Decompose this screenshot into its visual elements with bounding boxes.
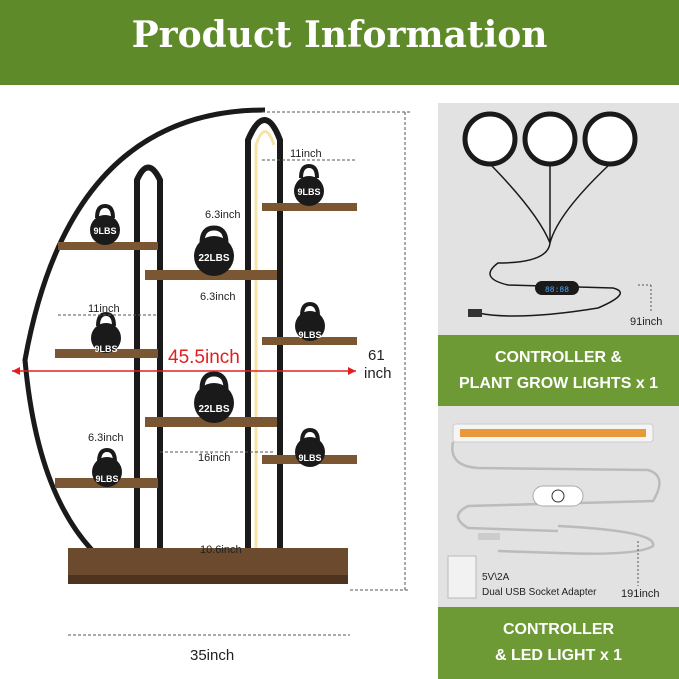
led-light-heading-box: CONTROLLER & LED LIGHT x 1 <box>438 607 679 679</box>
spacing-top-label: 6.3inch <box>205 209 240 221</box>
grow-light-ring-2 <box>522 111 578 167</box>
arc-span-arrow-left <box>12 367 20 375</box>
weight-label-low-left: 9LBS <box>95 474 118 484</box>
adapter-description: Dual USB Socket Adapter <box>482 587 597 598</box>
mid-arch-frame <box>134 164 163 575</box>
shelf-mid-left <box>55 349 158 358</box>
led-cob <box>460 429 646 437</box>
height-unit-label: inch <box>364 365 392 382</box>
header-banner: Product Information <box>0 0 679 85</box>
grow-lights-illustration: 88:88 91inch <box>462 111 662 328</box>
plant-stand-illustration: 9LBS 9LBS 22LBS 9LBS 9LBS 22LBS <box>12 107 410 664</box>
base-shelf-edge <box>68 575 348 584</box>
led-cable <box>451 441 661 533</box>
half-moon-arc <box>22 107 266 583</box>
shelf-top-left <box>58 242 158 250</box>
grow-light-cable-length: 91inch <box>630 316 662 328</box>
dimension-lines <box>58 111 410 636</box>
led-heading-line2: & LED LIGHT x 1 <box>494 647 623 664</box>
bottom-shelf-width-label: 16inch <box>198 452 230 464</box>
power-button-icon <box>551 489 565 503</box>
grow-lights-heading-box: CONTROLLER & PLANT GROW LIGHTS x 1 <box>438 335 679 406</box>
spacing-left-label: 6.3inch <box>88 432 123 444</box>
kettlebell-center-bottom: 22LBS <box>194 371 234 423</box>
weight-label-top-right: 9LBS <box>297 187 320 197</box>
arc-span-label: 45.5inch <box>168 347 240 368</box>
grow-light-ring-1 <box>462 111 518 167</box>
height-label: 61 <box>368 347 385 364</box>
kettlebell-top-right: 9LBS <box>294 163 324 206</box>
grow-lights-heading-line1: CONTROLLER & <box>494 349 623 366</box>
controller-cable <box>477 242 622 317</box>
arc-span-arrow-right <box>348 367 356 375</box>
weight-label-low-right: 9LBS <box>298 453 321 463</box>
light-cables <box>489 163 611 244</box>
base-depth-label: 10.6inch <box>200 544 242 556</box>
weight-label-mid-left: 9LBS <box>94 344 117 354</box>
weight-label-top-left: 9LBS <box>93 226 116 236</box>
weight-label-center-top: 22LBS <box>198 253 229 264</box>
led-cable-length: 191inch <box>621 588 660 600</box>
grow-light-ring-3 <box>582 111 638 167</box>
controller-display: 88:88 <box>545 286 569 295</box>
kettlebell-low-left: 9LBS <box>92 447 122 487</box>
usb-connector <box>478 533 500 540</box>
shelf-top-right <box>262 203 357 211</box>
spacing-middle-label: 6.3inch <box>200 291 235 303</box>
timer-controller <box>535 281 579 295</box>
grow-light-strip <box>254 130 276 555</box>
shelf-width-left-label: 11inch <box>88 303 120 315</box>
tall-arch-frame <box>245 117 283 560</box>
led-light-illustration: 5V\2A Dual USB Socket Adapter 191inch <box>447 423 661 600</box>
adapter-spec: 5V\2A <box>482 572 510 583</box>
kettlebell-mid-right: 9LBS <box>295 301 325 341</box>
shelf-mid-right <box>262 337 357 345</box>
kettlebell-low-right: 9LBS <box>295 427 325 467</box>
weight-label-center-bottom: 22LBS <box>198 404 229 415</box>
weight-label-mid-right: 9LBS <box>298 330 321 340</box>
total-width-label: 35inch <box>190 647 234 664</box>
kettlebell-center-top: 22LBS <box>194 225 234 276</box>
shelf-width-top-label: 11inch <box>290 148 322 160</box>
grow-lights-heading-line2: PLANT GROW LIGHTS x 1 <box>458 375 659 392</box>
usb-plug <box>468 309 482 317</box>
kettlebell-mid-left: 9LBS <box>91 311 121 354</box>
usb-adapter <box>447 555 477 599</box>
kettlebell-top-left: 9LBS <box>90 203 120 245</box>
led-controller <box>532 485 584 507</box>
kettlebells: 9LBS 9LBS 22LBS 9LBS 9LBS 22LBS <box>90 163 325 487</box>
page-title: Product Information <box>131 14 548 56</box>
led-heading-line1: CONTROLLER <box>502 621 615 638</box>
